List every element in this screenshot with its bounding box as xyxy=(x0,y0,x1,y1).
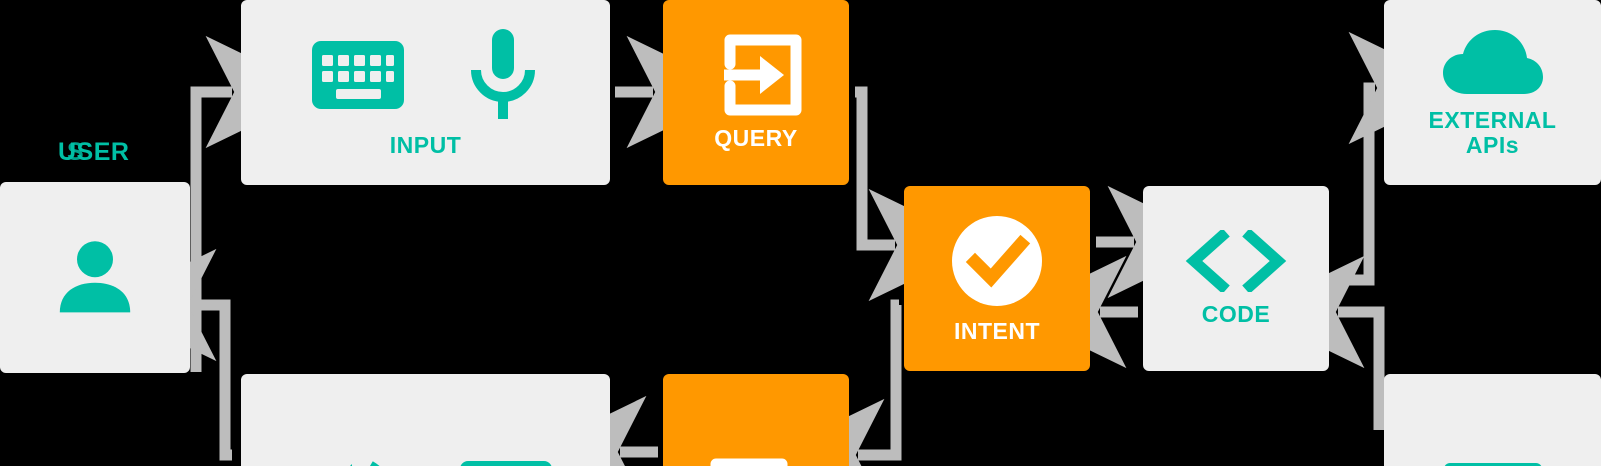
node-output[interactable] xyxy=(241,374,610,466)
node-query-label: QUERY xyxy=(714,125,798,152)
person-icon xyxy=(59,240,131,312)
node-database[interactable] xyxy=(1384,374,1601,466)
connector-intent-to-response xyxy=(768,299,902,466)
node-query-icons xyxy=(710,34,802,116)
web-layout-icon xyxy=(459,460,552,466)
node-response-icons xyxy=(710,458,802,466)
node-response[interactable] xyxy=(663,374,849,466)
user-caption-text: USER xyxy=(58,138,130,166)
connector-output-to-user xyxy=(100,248,232,461)
node-user-icons xyxy=(43,230,147,326)
user-caption: USER S xyxy=(58,138,129,167)
keyboard-icon xyxy=(311,41,404,110)
arrow-into-box-icon xyxy=(724,34,802,116)
node-intent-icons xyxy=(949,213,1045,309)
node-external-apis-label: EXTERNAL APIs xyxy=(1428,107,1557,158)
node-code[interactable]: CODE xyxy=(1143,186,1329,371)
node-database-icons xyxy=(1444,462,1542,466)
angle-brackets-icon xyxy=(1185,230,1287,293)
connector-external-to-code xyxy=(1248,255,1385,430)
node-external-apis[interactable]: EXTERNAL APIs xyxy=(1384,0,1601,185)
check-circle-icon xyxy=(952,216,1042,307)
node-intent[interactable]: INTENT xyxy=(904,186,1090,371)
node-code-icons xyxy=(1184,230,1288,293)
connector-code-to-external xyxy=(1335,31,1465,286)
user-caption-ghost-glyph: S xyxy=(67,138,85,166)
node-query[interactable]: QUERY xyxy=(663,0,849,185)
node-input-icons xyxy=(311,27,540,123)
arrow-out-of-box-icon xyxy=(710,458,788,466)
node-user[interactable] xyxy=(0,182,190,373)
node-output-icons xyxy=(300,458,552,466)
node-input-label: INPUT xyxy=(389,132,462,159)
node-external-apis-icons xyxy=(1441,28,1545,98)
node-intent-label: INTENT xyxy=(953,318,1041,345)
server-icon xyxy=(1444,462,1541,466)
cloud-icon xyxy=(1442,30,1543,95)
connector-query-to-intent xyxy=(855,86,985,302)
connector-user-to-input xyxy=(190,35,322,372)
speaker-icon xyxy=(349,460,380,466)
node-input[interactable]: INPUT xyxy=(241,0,610,185)
node-code-label: CODE xyxy=(1201,301,1271,328)
microphone-icon xyxy=(470,29,535,120)
